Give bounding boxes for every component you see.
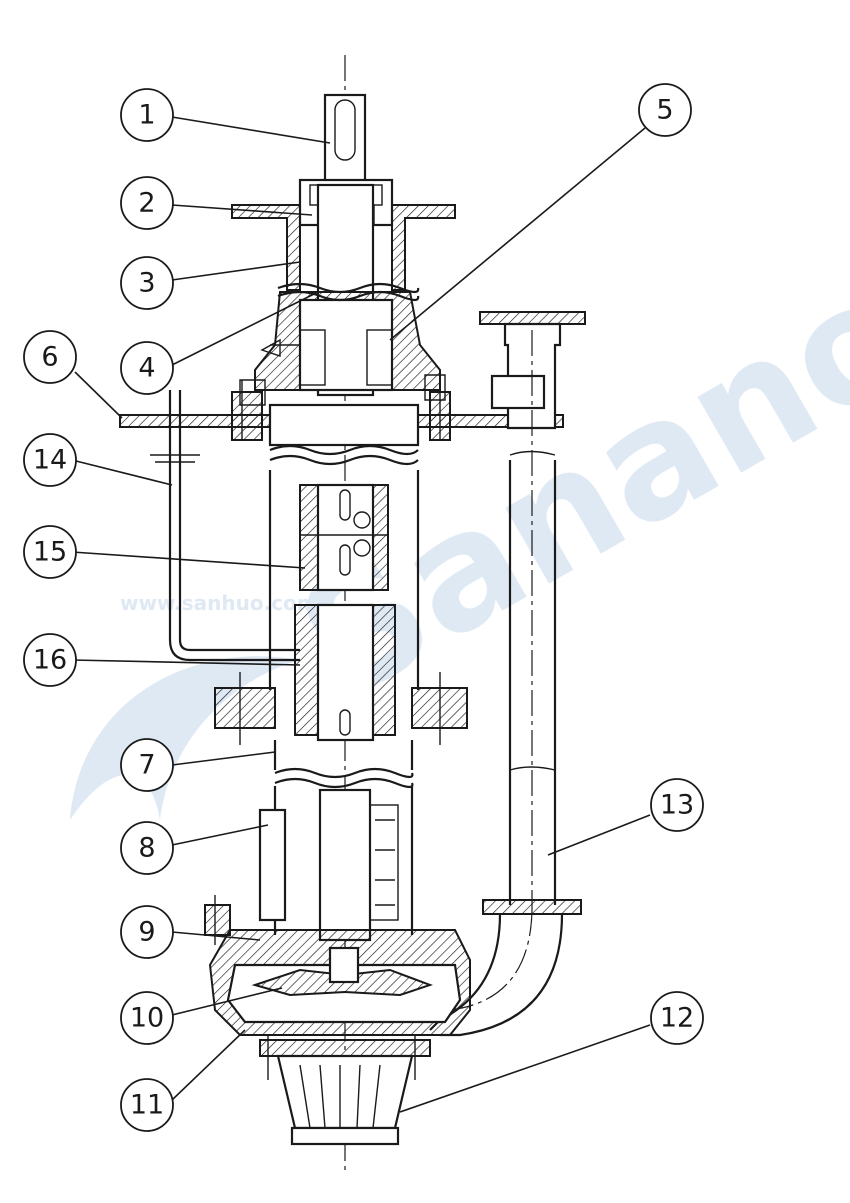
callout-6: 6: [23, 330, 77, 384]
coupling: [299, 483, 389, 592]
callout-16: 16: [23, 633, 77, 687]
watermark: Sanano www.sanhuo.com: [70, 238, 850, 820]
callout-10: 10: [120, 991, 174, 1045]
callout-7: 7: [120, 738, 174, 792]
callout-14: 14: [23, 433, 77, 487]
callout-5-label: 5: [656, 95, 673, 126]
callout-9: 9: [120, 905, 174, 959]
lubrication-pipe: [150, 390, 300, 662]
callout-12: 12: [650, 991, 704, 1045]
watermark-logo-swoosh: [70, 656, 300, 820]
middle-bearing: [214, 603, 468, 745]
callout-2-label: 2: [138, 188, 155, 219]
callout-2: 2: [120, 176, 174, 230]
strainer: [258, 788, 399, 942]
callout-3-label: 3: [138, 268, 155, 299]
callout-15: 15: [23, 525, 77, 579]
callout-4: 4: [120, 341, 174, 395]
callout-13-label: 13: [660, 790, 694, 821]
callout-4-label: 4: [138, 353, 155, 384]
callout-16-label: 16: [33, 645, 67, 676]
callout-7-label: 7: [138, 750, 155, 781]
callout-8: 8: [120, 821, 174, 875]
shaft: [323, 93, 367, 187]
callout-8-label: 8: [138, 833, 155, 864]
bearing-housing: [231, 178, 456, 406]
callout-11-label: 11: [130, 1090, 164, 1121]
callout-1-label: 1: [138, 100, 155, 131]
callout-9-label: 9: [138, 917, 155, 948]
callout-15-label: 15: [33, 537, 67, 568]
callout-10-label: 10: [130, 1003, 164, 1034]
callout-3: 3: [120, 256, 174, 310]
watermark-url-text: www.sanhuo.com: [120, 591, 318, 615]
pump-casing: [204, 895, 471, 1036]
callout-5: 5: [638, 83, 692, 137]
callout-11: 11: [120, 1078, 174, 1132]
callout-1: 1: [120, 88, 174, 142]
callout-12-label: 12: [660, 1003, 694, 1034]
callout-13: 13: [650, 778, 704, 832]
discharge-pipe: [429, 311, 586, 1037]
leader-lines: [71, 116, 651, 1113]
suction-strainer: [259, 1035, 431, 1146]
callout-14-label: 14: [33, 445, 67, 476]
callout-6-label: 6: [41, 342, 58, 373]
